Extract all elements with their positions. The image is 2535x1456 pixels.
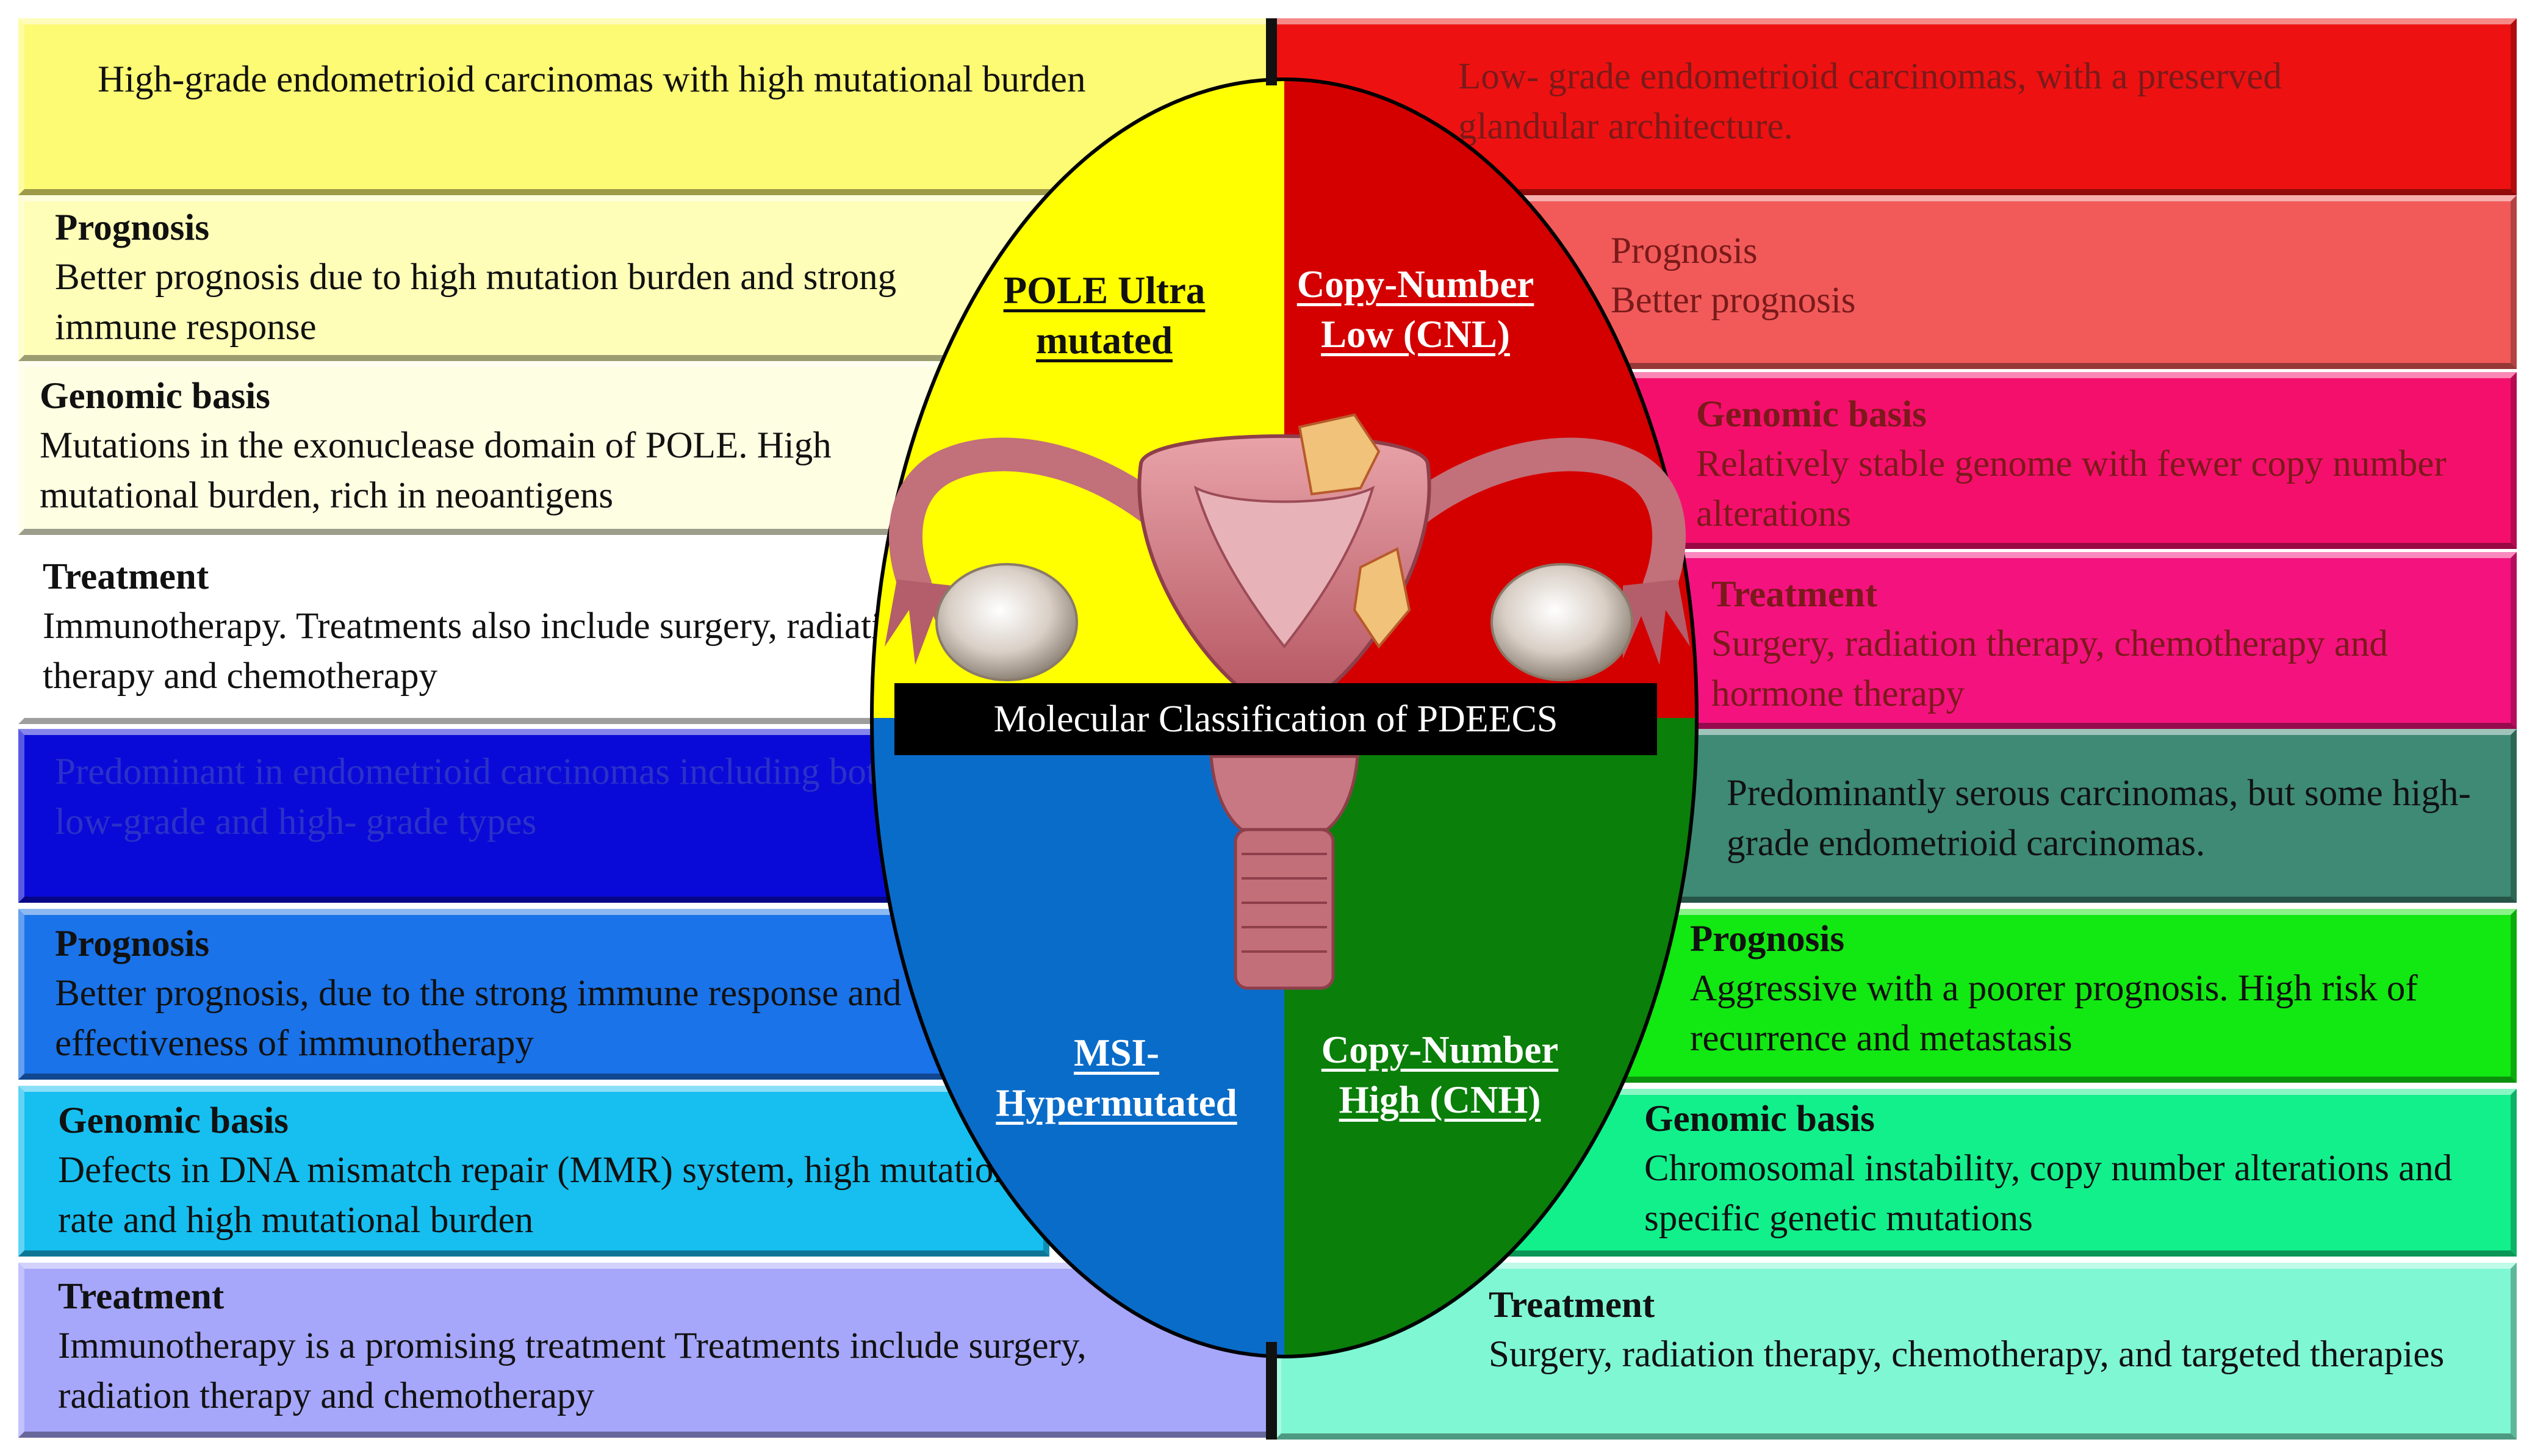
ellipse-outline [870,77,1699,1358]
msi-description-text: Predominant in endometrioid carcinomas i… [55,751,896,842]
cnh-genomic-text: Chromosomal instability, copy number alt… [1644,1148,2453,1239]
cnl-prognosis-box: Prognosis Better prognosis [1495,195,2517,369]
top-divider [1266,18,1277,85]
cnh-genomic-heading: Genomic basis [1644,1099,1875,1139]
cervix [1209,755,1359,831]
cnl-treatment-heading: Treatment [1711,574,1878,615]
bottom-divider [1266,1342,1277,1440]
pole-description-box: High-grade endometrioid carcinomas with … [18,18,1281,195]
pole-treatment-text: Immunotherapy. Treatments also include s… [43,606,919,697]
msi-genomic-text: Defects in DNA mismatch repair (MMR) sys… [58,1150,1012,1241]
msi-prognosis-heading: Prognosis [55,923,210,964]
cnh-prognosis-text: Aggressive with a poorer prognosis. High… [1690,968,2418,1059]
vaginal-rugae [1242,853,1327,953]
cnh-genomic-box: Genomic basis Chromosomal instability, c… [1495,1089,2517,1257]
msi-treatment-text: Immunotherapy is a promising treatment T… [58,1325,1087,1416]
cnl-description-text: Low- grade endometrioid carcinomas, with… [1458,56,2282,147]
cnh-description-text: Predominantly serous carcinomas, but som… [1727,773,2471,864]
cnl-prognosis-heading: Prognosis [1611,231,1758,271]
left-fallopian-tube [889,437,1201,603]
cnh-treatment-text: Surgery, radiation therapy, chemotherapy… [1489,1334,2445,1375]
tumor-lesion-upper [1298,413,1381,496]
pole-prognosis-text: Better prognosis due to high mutation bu… [55,257,897,348]
msi-treatment-box: Treatment Immunotherapy is a promising t… [18,1263,1281,1438]
msi-prognosis-text: Better prognosis, due to the strong immu… [55,973,957,1064]
right-fimbriae [1623,579,1690,665]
left-fimbriae [885,579,952,665]
vaginal-canal [1234,828,1335,990]
cnl-quadrant-title: Copy-Number Low (CNL) [1296,263,1534,356]
right-fallopian-tube [1368,437,1686,603]
pole-prognosis-heading: Prognosis [55,207,210,248]
cnl-treatment-text: Surgery, radiation therapy, chemotherapy… [1711,623,2388,714]
msi-genomic-heading: Genomic basis [58,1100,289,1141]
left-ovary [935,563,1078,681]
right-ovary [1490,563,1633,681]
pole-quadrant-title: POLE Ultra mutated [1003,269,1206,362]
pole-genomic-text: Mutations in the exonuclease domain of P… [40,425,832,516]
cnh-prognosis-box: Prognosis Aggressive with a poorer progn… [1495,909,2517,1083]
msi-treatment-heading: Treatment [58,1276,225,1317]
cnh-treatment-heading: Treatment [1489,1285,1655,1325]
cnl-prognosis-text: Better prognosis [1611,280,1856,321]
msi-prognosis-box: Prognosis Better prognosis, due to the s… [18,909,1049,1080]
pole-genomic-box: Genomic basis Mutations in the exonuclea… [18,361,1049,535]
pole-treatment-heading: Treatment [43,556,209,597]
msi-quadrant-title: MSI-Hypermutated [996,1031,1237,1124]
pole-genomic-heading: Genomic basis [40,376,270,417]
cnh-prognosis-heading: Prognosis [1690,919,1845,959]
cnh-treatment-box: Treatment Surgery, radiation therapy, ch… [1275,1263,2517,1440]
cnl-genomic-heading: Genomic basis [1696,394,1927,435]
cnl-genomic-text: Relatively stable genome with fewer copy… [1696,443,2447,534]
pole-prognosis-box: Prognosis Better prognosis due to high m… [18,195,1049,361]
pole-description-text: High-grade endometrioid carcinomas with … [98,59,1086,100]
tumor-lesion-lower [1353,547,1411,649]
uterine-cavity [1193,486,1375,649]
cnh-quadrant-title: Copy-Number High (CNH) [1321,1028,1559,1121]
uterus-illustration [885,413,1690,990]
center-title-banner: Molecular Classification of PDEECS [894,683,1657,755]
